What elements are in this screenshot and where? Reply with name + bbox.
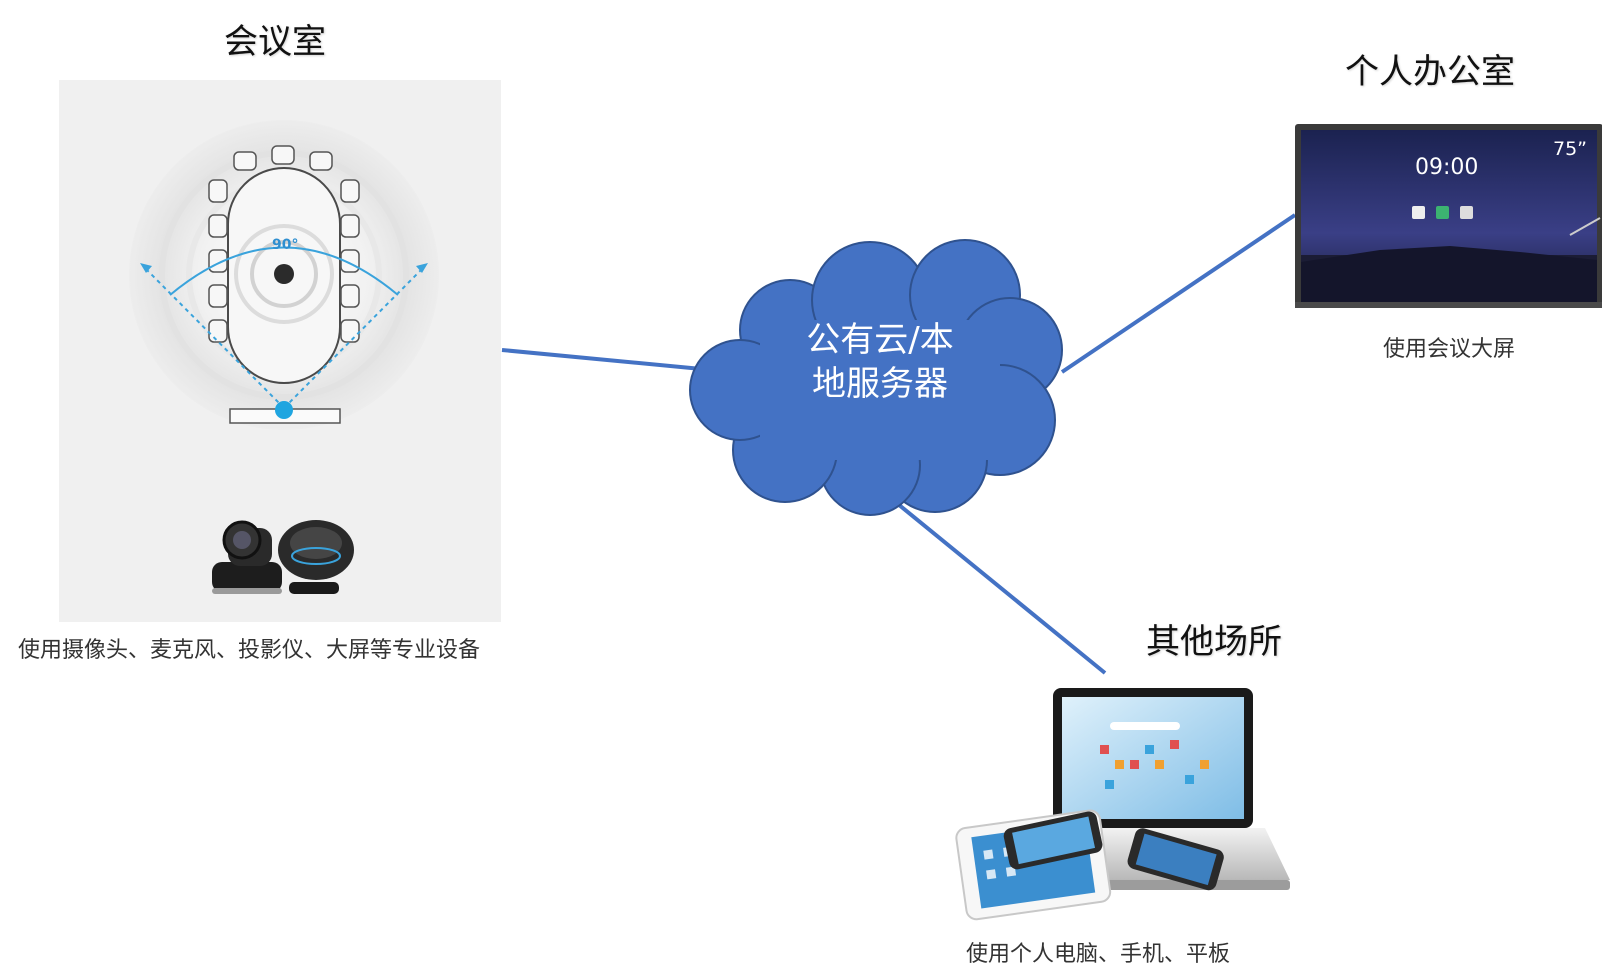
cloud-label: 公有云/本地服务器 (806, 320, 954, 404)
meeting-room-caption: 使用摄像头、麦克风、投影仪、大屏等专业设备 (18, 638, 481, 663)
meeting-room-illustration (59, 80, 501, 622)
connector-meeting-room (501, 348, 713, 372)
angle-label: 90° (272, 237, 299, 253)
display-size-label: 75” (1553, 138, 1588, 160)
personal-office-title: 个人办公室 (1345, 52, 1515, 92)
cloud-shape (689, 239, 1063, 516)
conference-camera-kit (212, 520, 354, 594)
personal-office-caption: 使用会议大屏 (1383, 337, 1516, 362)
connector-personal-office (1060, 213, 1297, 374)
other-places-title: 其他场所 (1146, 622, 1282, 662)
devices-illustration (955, 688, 1290, 921)
display-clock: 09:00 (1415, 155, 1479, 180)
connectors (501, 213, 1297, 675)
conference-display-illustration (1295, 124, 1602, 308)
meeting-room-title: 会议室 (224, 22, 326, 62)
other-places-caption: 使用个人电脑、手机、平板 (966, 942, 1231, 967)
connector-other-places (891, 498, 1107, 675)
